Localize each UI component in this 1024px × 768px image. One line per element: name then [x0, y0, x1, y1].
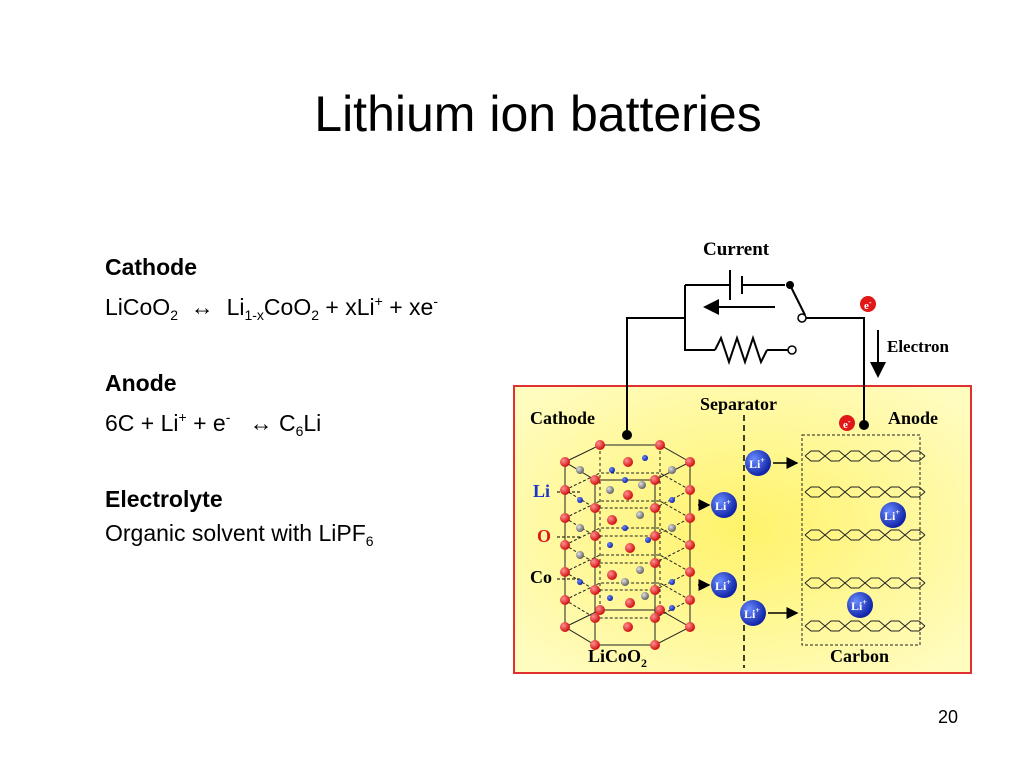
electron-badge-anode: e- [839, 415, 855, 431]
li-ion-6: Li+ [847, 592, 873, 618]
svg-text:Li+: Li+ [715, 498, 731, 513]
page-number: 20 [938, 707, 959, 727]
svg-text:Li+: Li+ [749, 456, 765, 471]
carbon-layers [801, 434, 926, 646]
separator-label: Separator [700, 394, 777, 414]
licoo2-label: LiCoO2 [588, 646, 647, 670]
carbon-label: Carbon [830, 646, 889, 666]
current-label: Current [703, 239, 770, 260]
lattice-atoms [560, 440, 695, 650]
electrolyte-text: Organic solvent with LiPF6 [105, 520, 374, 549]
slide-title: Lithium ion batteries [314, 86, 762, 142]
anode-label: Anode [888, 408, 938, 428]
cathode-heading: Cathode [105, 254, 197, 280]
svg-text:Li+: Li+ [744, 606, 760, 621]
legend-o: O [537, 526, 551, 546]
svg-text:Li+: Li+ [884, 508, 900, 523]
slide-body: Cathode LiCoO2 ↔ Li1-xCoO2 + xLi+ + xe- … [105, 250, 438, 558]
li-ion-5: Li+ [740, 600, 799, 626]
electrolyte-heading: Electrolyte [105, 486, 223, 512]
li-ion-2: Li+ [698, 492, 737, 518]
external-circuit [626, 270, 886, 435]
cathode-equation: LiCoO2 ↔ Li1-xCoO2 + xLi+ + xe- [105, 293, 439, 323]
anode-heading: Anode [105, 370, 177, 396]
electron-badge-top: e- [860, 296, 876, 312]
li-ion-3: Li+ [880, 502, 906, 528]
li-ion-4: Li+ [698, 572, 737, 598]
svg-text:e-: e- [864, 298, 872, 312]
legend-li: Li [533, 481, 550, 501]
svg-text:Li+: Li+ [715, 578, 731, 593]
svg-text:Li+: Li+ [851, 598, 867, 613]
electron-label: Electron [887, 337, 950, 356]
legend-co: Co [530, 567, 552, 587]
li-ion-1: Li+ [745, 450, 799, 476]
cathode-label: Cathode [530, 408, 595, 428]
anode-equation: 6C + Li+ + e- ↔ C6Li [105, 409, 322, 439]
svg-text:e-: e- [843, 417, 851, 431]
